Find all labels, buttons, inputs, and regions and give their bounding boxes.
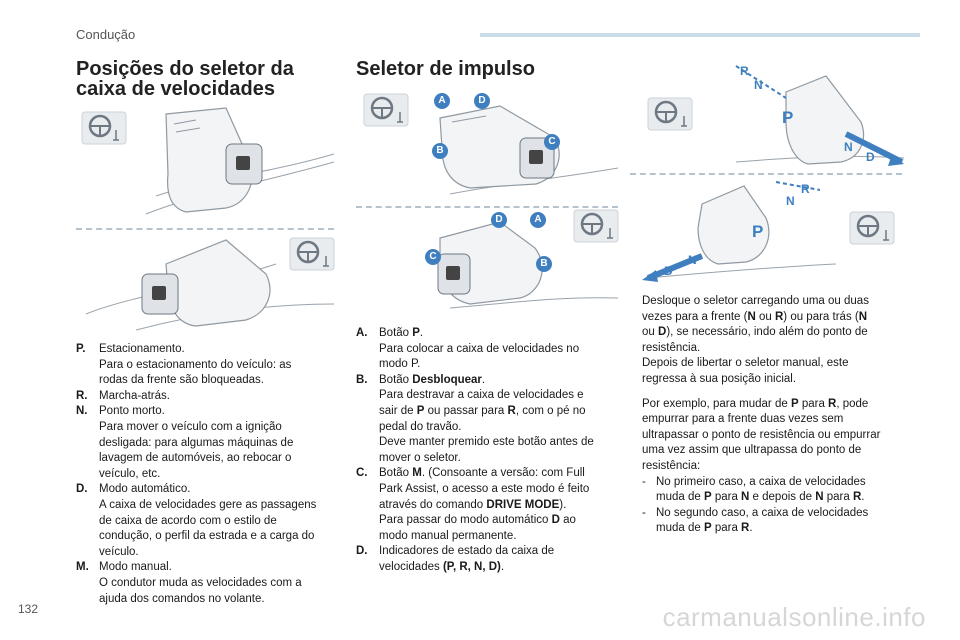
arrow-label-top-n: N: [754, 78, 763, 92]
arrow-label-bottom-n2: N: [688, 253, 697, 267]
list-item-n: N. Ponto morto. Para mover o veículo com…: [76, 404, 342, 482]
list-text: veículo, etc.: [99, 467, 161, 480]
list-text: Para passar do modo automático D ao: [379, 514, 576, 527]
arrow-label-bottom-r: R: [801, 182, 810, 196]
list-text: O condutor muda as velocidades com a: [99, 576, 302, 589]
impulse-selector-illustration-bottom: [360, 208, 620, 318]
callout-top-c: C: [544, 134, 560, 150]
list-text: sair de P ou passar para R, com o pé no: [379, 404, 586, 417]
paragraph-2: Por exemplo, para mudar de P para R, pod…: [642, 397, 920, 537]
separator-middle: [356, 206, 618, 208]
arrow-label-bottom-n: N: [786, 194, 795, 208]
list-text: veículo.: [99, 545, 139, 558]
callout-bottom-d: D: [491, 212, 507, 228]
list-text: modo manual permanente.: [379, 529, 517, 542]
steering-wheel-icon: [88, 114, 112, 138]
list-text: Estacionamento.: [99, 343, 185, 355]
impulse-selector-illustration-top: [360, 88, 620, 200]
list-text: Deve manter premido este botão antes de: [379, 436, 594, 449]
left-title-line2: caixa de velocidades: [76, 78, 276, 100]
callout-bottom-a: A: [530, 212, 546, 228]
callout-bottom-b: B: [536, 256, 552, 272]
arrow-label-top-r: R: [740, 64, 749, 78]
list-text: Botão Desbloquear.: [379, 373, 486, 386]
list-key: D.: [76, 483, 88, 496]
steering-wheel-icon: [580, 212, 604, 236]
list-text: velocidades (P, R, N, D).: [379, 560, 505, 573]
list-text: Marcha-atrás.: [99, 389, 170, 402]
list-text: Para destravar a caixa de velocidades e: [379, 389, 584, 402]
list-text: rodas da frente são bloqueadas.: [99, 374, 264, 387]
paragraph-1: Desloque o seletor carregando uma ou dua…: [642, 295, 869, 385]
left-title: Posições do seletor da caixa de velocida…: [76, 59, 294, 99]
selector-direction-illustration-bottom: [636, 178, 908, 286]
list-text: lavagem de automóveis, ao rebocar o: [99, 452, 292, 465]
callout-top-a: A: [434, 93, 450, 109]
middle-title: Seletor de impulso: [356, 58, 535, 80]
list-item-m: M. Modo manual. O condutor muda as veloc…: [76, 560, 342, 607]
list-item-d: D. Indicadores de estado da caixa de vel…: [356, 544, 626, 575]
list-text: Botão P.: [379, 327, 424, 339]
list-item-c: C. Botão M. (Consoante a versão: com Ful…: [356, 466, 626, 544]
page-number: 132: [18, 602, 39, 616]
separator-left: [76, 228, 334, 230]
gear-selector-illustration-1: [76, 104, 338, 224]
arrow-label-bottom-d: D: [664, 264, 673, 278]
list-key: A.: [356, 327, 368, 339]
list-text: pedal do travão.: [379, 420, 462, 433]
list-text: Para colocar a caixa de velocidades no: [379, 342, 580, 355]
list-item-b: B. Botão Desbloquear. Para destravar a c…: [356, 373, 626, 467]
list-text: através do comando DRIVE MODE).: [379, 498, 567, 511]
list-item-r: R. Marcha-atrás.: [76, 389, 342, 405]
list-text: de caixa de acordo com o estilo de: [99, 514, 277, 527]
watermark: carmanualsonline.info: [662, 602, 926, 632]
list-text: Botão M. (Consoante a versão: com Full: [379, 467, 585, 480]
callout-top-d: D: [474, 93, 490, 109]
list-item-p: P. Estacionamento. Para o estacionamento…: [76, 342, 342, 389]
list-text: Indicadores de estado da caixa de: [379, 545, 555, 558]
impulse-buttons-list: A. Botão P. Para colocar a caixa de velo…: [356, 326, 626, 576]
callout-bottom-c: C: [425, 249, 441, 265]
arrow-label-top-d: D: [866, 150, 875, 164]
list-item: - No primeiro caso, a caixa de velocidad…: [642, 475, 866, 504]
header-bar: [480, 33, 920, 37]
list-text: Para mover o veículo com a ignição: [99, 420, 282, 433]
list-text: Para o estacionamento do veículo: as: [99, 358, 292, 371]
list-key: N.: [76, 405, 88, 418]
list-text: modo P.: [379, 358, 421, 371]
list-key: D.: [356, 545, 368, 558]
steering-wheel-icon: [370, 96, 394, 120]
list-text: A caixa de velocidades gere as passagens: [99, 498, 317, 511]
steering-wheel-icon: [856, 214, 880, 238]
list-text: condução, o perfil da estrada e a carga …: [99, 530, 315, 543]
instructions-text: Desloque o seletor carregando uma ou dua…: [642, 294, 920, 537]
selector-direction-illustration-top: [636, 62, 908, 172]
list-text: desligada: para algumas máquinas de: [99, 436, 294, 449]
list-text: Modo automático.: [99, 483, 191, 496]
gear-positions-list: P. Estacionamento. Para o estacionamento…: [76, 342, 342, 607]
gear-selector-illustration-2: [76, 234, 338, 334]
list-key: M.: [76, 561, 89, 574]
arrow-label-top-n2: N: [844, 140, 853, 154]
list-item-d: D. Modo automático. A caixa de velocidad…: [76, 482, 342, 560]
steering-wheel-icon: [296, 240, 320, 264]
list-text: Park Assist, o acesso a este modo é feit…: [379, 482, 590, 495]
list-text: ajuda dos comandos no volante.: [99, 592, 265, 605]
list-item-a: A. Botão P. Para colocar a caixa de velo…: [356, 326, 626, 373]
separator-right: [630, 173, 902, 175]
list-text: Modo manual.: [99, 561, 172, 574]
list-key: R.: [76, 389, 88, 402]
list-key: B.: [356, 373, 368, 386]
list-item: - No segundo caso, a caixa de velocidade…: [642, 506, 869, 535]
list-text: mover o seletor.: [379, 451, 461, 464]
callout-top-b: B: [432, 143, 448, 159]
arrow-label-bottom-p: P: [752, 222, 764, 241]
steering-wheel-icon: [654, 100, 678, 124]
arrow-label-top-p: P: [782, 108, 794, 127]
section-header: Condução: [76, 27, 136, 42]
list-text: Ponto morto.: [99, 405, 165, 418]
list-key: P.: [76, 343, 86, 355]
left-title-line1: Posições do seletor da: [76, 58, 294, 80]
list-key: C.: [356, 467, 368, 480]
